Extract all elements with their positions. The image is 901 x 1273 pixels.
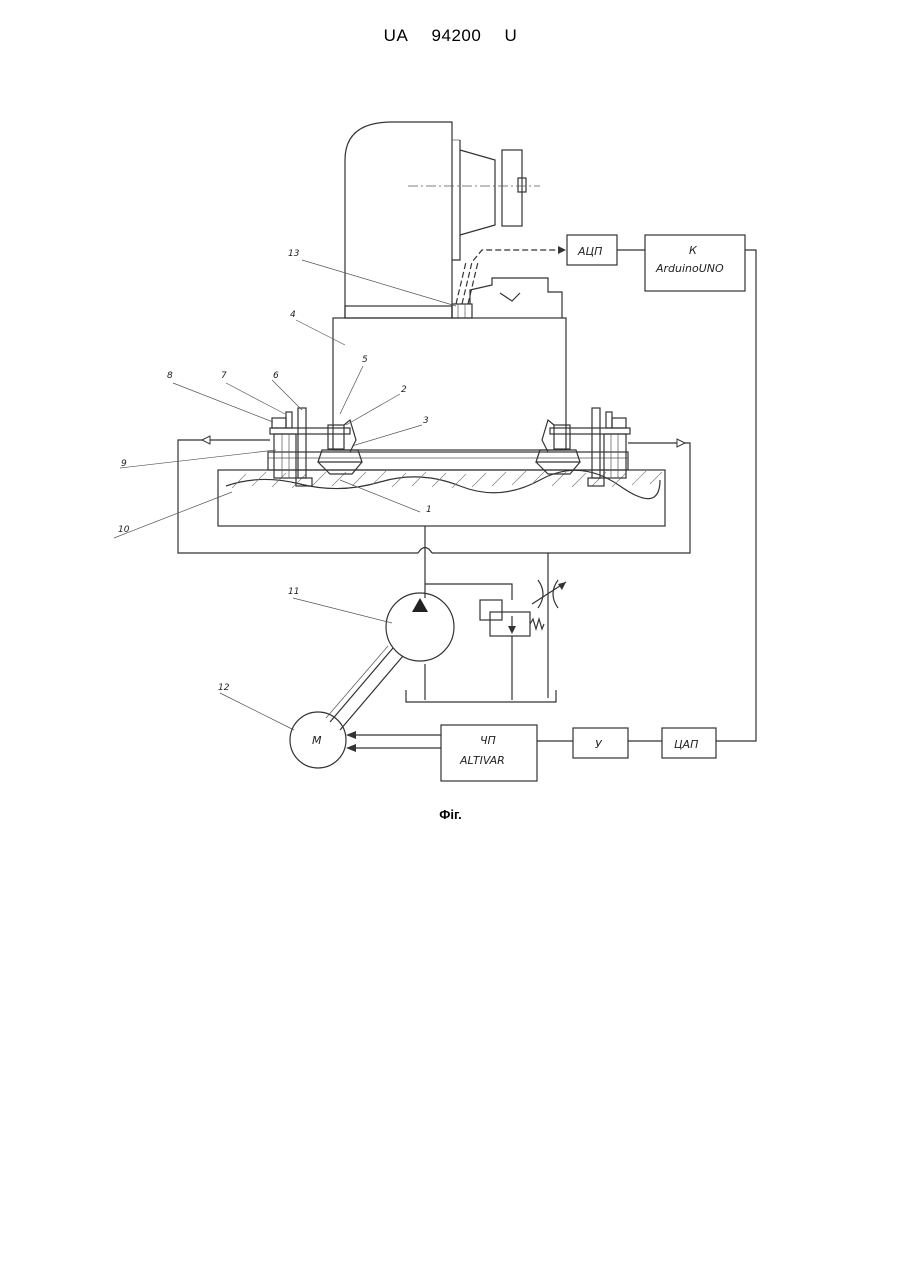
label-11: 11 bbox=[288, 587, 299, 597]
inverter-label-1: ЧП bbox=[480, 734, 496, 747]
motor-12: М bbox=[290, 712, 346, 768]
drive-coupling bbox=[326, 646, 403, 730]
dac-block: ЦАП bbox=[662, 728, 716, 758]
label-3: 3 bbox=[423, 416, 429, 426]
pressure-relief-valve bbox=[480, 600, 544, 636]
adc-label: АЦП bbox=[577, 245, 602, 258]
label-1: 1 bbox=[426, 505, 432, 515]
label-10: 10 bbox=[118, 525, 130, 535]
label-5: 5 bbox=[362, 355, 368, 365]
right-clamp-assembly bbox=[536, 408, 630, 486]
label-13: 13 bbox=[288, 249, 300, 259]
amplifier-label: У bbox=[595, 738, 603, 751]
left-clamp-assembly bbox=[270, 408, 362, 486]
label-9: 9 bbox=[121, 459, 127, 469]
sensor-13 bbox=[452, 278, 562, 318]
label-6: 6 bbox=[273, 371, 279, 381]
workpiece-4 bbox=[333, 318, 566, 450]
controller-block: К ArduinoUNO bbox=[645, 235, 745, 291]
technical-drawing: М АЦП К ArduinoUNO ЦАП У ЧП ALTIVAR 13 bbox=[0, 0, 901, 900]
label-12: 12 bbox=[218, 683, 230, 693]
motor-power-lines bbox=[346, 731, 441, 752]
fixture-plate bbox=[268, 452, 628, 470]
figure-caption: Фіг. bbox=[0, 807, 901, 822]
pump-11 bbox=[386, 593, 454, 661]
label-7: 7 bbox=[221, 371, 227, 381]
motor-label: М bbox=[312, 734, 322, 747]
controller-label-2: ArduinoUNO bbox=[655, 262, 724, 275]
controller-label-1: К bbox=[689, 244, 698, 257]
label-2: 2 bbox=[401, 385, 407, 395]
inverter-label-2: ALTIVAR bbox=[459, 754, 505, 767]
inverter-block: ЧП ALTIVAR bbox=[441, 725, 537, 781]
hydraulic-lines bbox=[178, 436, 690, 702]
label-8: 8 bbox=[167, 371, 173, 381]
machine-head bbox=[345, 122, 540, 318]
adc-block: АЦП bbox=[567, 235, 617, 265]
sensor-signal-line bbox=[456, 246, 566, 304]
dac-label: ЦАП bbox=[674, 738, 698, 751]
label-4: 4 bbox=[290, 310, 296, 320]
amplifier-block: У bbox=[573, 728, 628, 758]
